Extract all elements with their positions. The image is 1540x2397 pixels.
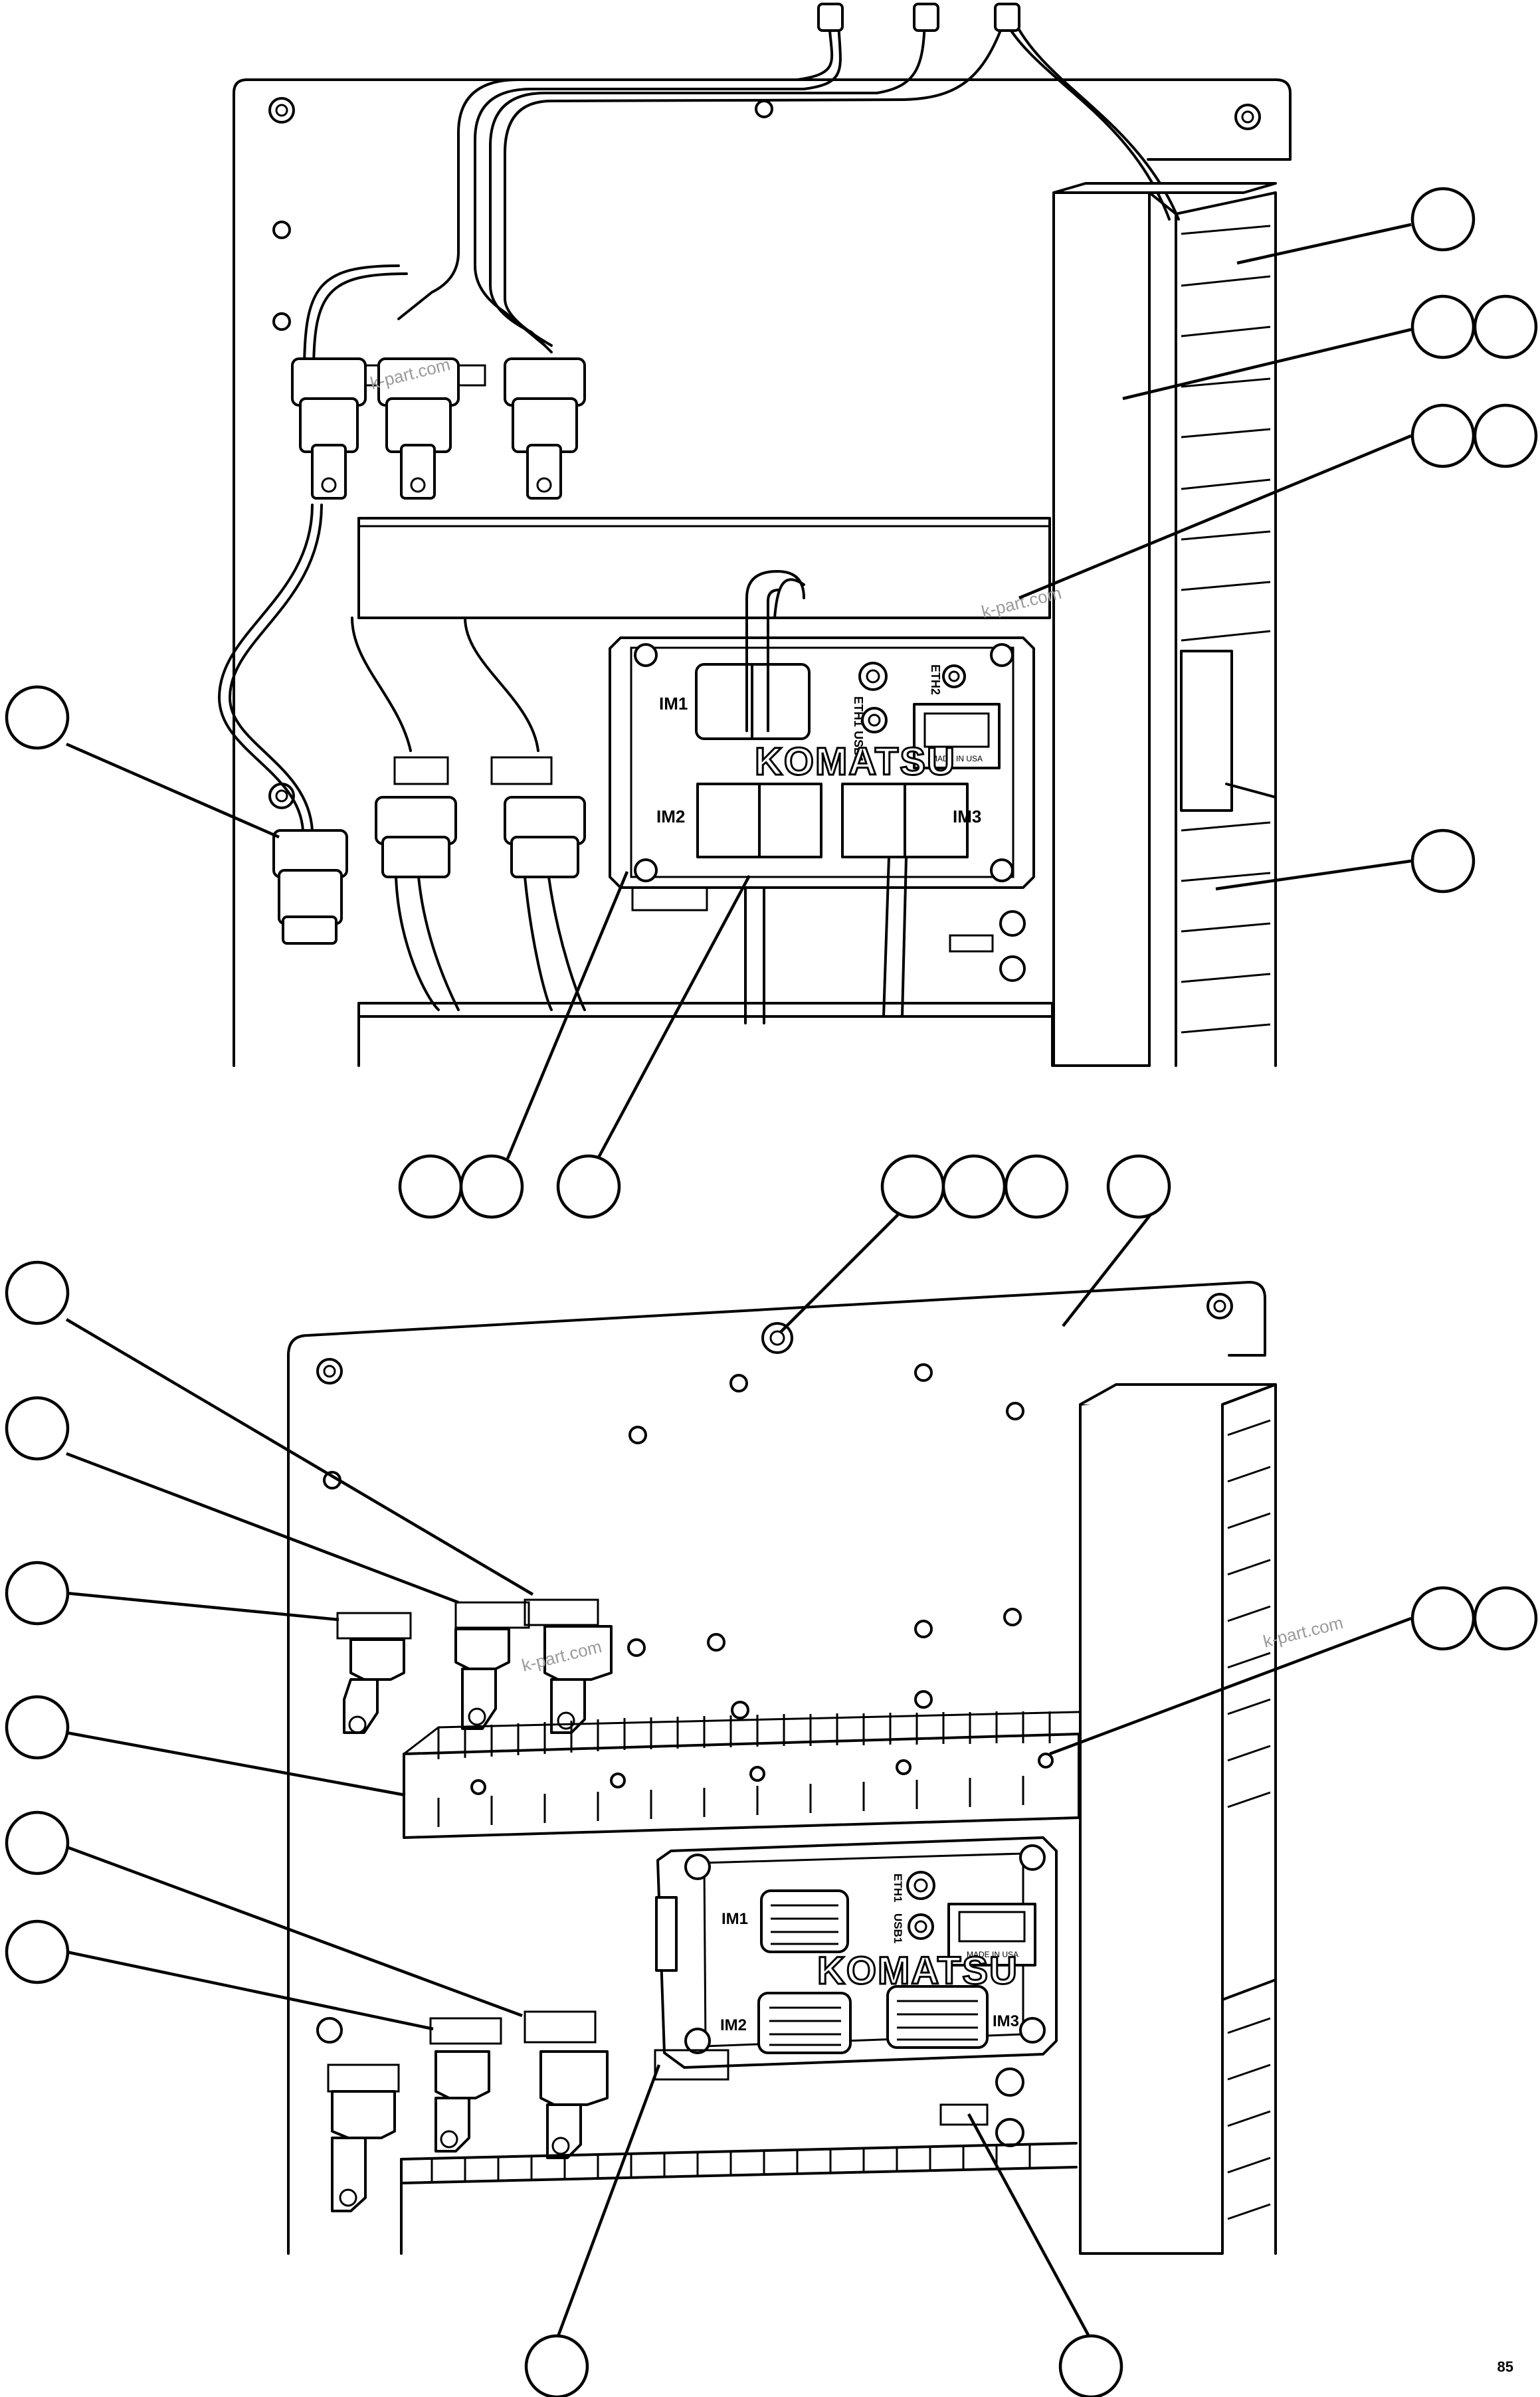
lower-connectors-row1 [336,1598,613,1734]
figure-code: 85 [1497,2358,1513,2375]
callout-4 [1410,828,1476,894]
callout-3b [1473,403,1538,468]
eth1-label-lower: ETH1 [892,1873,904,1902]
ecm-lower: MADE IN USA IM1 IM2 IM3 ETH1 USB1 KOMATS… [655,1836,1058,2069]
callout-15 [5,1810,70,1875]
lower-vertical-duct [1079,1383,1277,2255]
callout-1 [1410,187,1476,252]
callout-8b [941,1154,1007,1219]
callout-17 [524,2334,589,2397]
upper-mounting-panel [233,78,1292,1067]
komatsu-logo-upper: KOMATSU [755,740,956,783]
callout-13b [1473,1586,1538,1651]
leader-lines [65,223,1412,2341]
callout-6b [459,1154,524,1219]
lower-upper-duct [403,1710,1106,1839]
panel-bolts [268,97,1261,809]
made-in-label-upper: MADE IN USA [931,754,983,763]
callout-11 [5,1396,70,1461]
middle-cables [218,504,805,832]
callout-10 [5,1260,70,1325]
callout-6a [398,1154,463,1219]
eth1-label-upper: ETH1 [852,696,865,727]
eth2-label-upper: ETH2 [929,664,942,695]
im1-label-upper: IM1 [659,694,688,714]
top-fittings [817,3,1020,32]
callout-12 [5,1561,70,1626]
made-in-label-lower: MADE IN USA [967,1950,1018,1959]
im2-label-upper: IM2 [656,807,685,826]
callout-2b [1473,294,1538,359]
callout-2a [1410,294,1476,359]
callout-18 [1058,2334,1123,2397]
im1-label-lower: IM1 [722,1910,748,1928]
callout-16 [5,1919,70,1984]
upper-view: MADE IN USA IM1 IM2 IM3 ETH1 ETH2 USB1 K… [218,3,1292,1067]
lower-view: MADE IN USA IM1 IM2 IM3 ETH1 USB1 KOMATS… [287,1281,1277,2255]
callout-8c [1004,1154,1069,1219]
upper-lower-connectors [272,756,1026,1024]
ecm-upper: MADE IN USA IM1 IM2 IM3 ETH1 ETH2 USB1 K… [609,570,1035,889]
callout-13a [1410,1586,1476,1651]
lower-panel-bolts [316,1293,1233,2044]
callout-bubbles [5,187,1538,2397]
usb1-label-upper: USB1 [852,731,865,763]
callout-9 [1106,1154,1171,1219]
upper-duct-cover [357,517,1051,619]
callout-14 [5,1695,70,1760]
upper-vertical-duct [1052,182,1277,1067]
callout-5 [5,685,70,750]
lower-connectors-row2 [327,2010,609,2212]
usb1-label-lower: USB1 [892,1913,904,1943]
callout-3a [1410,403,1476,468]
lower-bottom-duct [400,2142,1078,2255]
im3-label-upper: IM3 [953,807,981,826]
watermark-4: k-part.com [1261,1612,1345,1652]
komatsu-logo-lower: KOMATSU [817,1949,1018,1992]
lower-mounting-panel [287,1281,1266,2255]
callout-8a [880,1154,945,1219]
upper-connectors [291,357,586,500]
im3-label-lower: IM3 [993,2012,1019,2030]
top-cables [303,19,1180,373]
upper-bottom-duct [357,1002,1054,1067]
callout-7 [556,1154,621,1219]
im2-label-lower: IM2 [720,2016,747,2034]
